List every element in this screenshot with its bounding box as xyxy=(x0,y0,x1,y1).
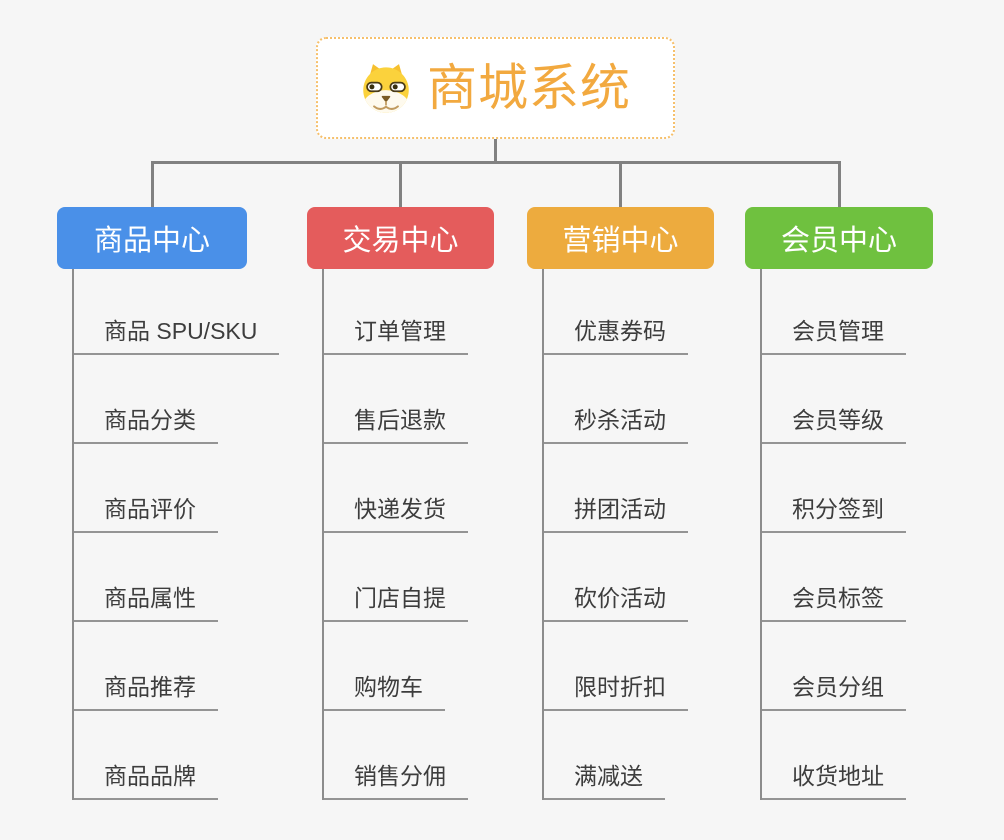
branch-label: 商品中心 xyxy=(93,225,210,257)
connector-branch-drop xyxy=(619,161,622,210)
branch-item-label: 优惠券码 xyxy=(542,312,688,355)
branch-item-label: 商品属性 xyxy=(72,579,218,622)
branch-item[interactable]: 商品 SPU/SKU xyxy=(72,269,280,355)
branch-item[interactable]: 满减送 xyxy=(542,711,688,800)
branch-item-label: 订单管理 xyxy=(322,312,468,355)
branch-item[interactable]: 销售分佣 xyxy=(322,711,468,800)
branch-label: 营销中心 xyxy=(562,225,679,257)
branch-item-label: 积分签到 xyxy=(760,490,906,533)
connector-branch-drop xyxy=(150,161,154,210)
branch-item[interactable]: 门店自提 xyxy=(322,533,468,622)
branch-item-label: 销售分佣 xyxy=(322,757,468,800)
branch-item-label: 会员等级 xyxy=(760,401,906,444)
branch-column: 订单管理 售后退款 快递发货 门店自提 购物车 销售分佣 xyxy=(322,269,468,800)
branch-item[interactable]: 砍价活动 xyxy=(542,533,688,622)
branch-item-label: 购物车 xyxy=(322,668,445,711)
branch-item[interactable]: 积分签到 xyxy=(760,444,906,533)
branch-item-label: 满减送 xyxy=(542,757,665,800)
branch-item-label: 商品品牌 xyxy=(72,757,218,800)
branch-item[interactable]: 商品推荐 xyxy=(72,622,279,711)
branch-item-label: 收货地址 xyxy=(760,757,906,800)
branch-item[interactable]: 拼团活动 xyxy=(542,444,688,533)
branch-label: 会员中心 xyxy=(780,225,897,257)
connector-root-stub xyxy=(494,139,497,164)
branch-item-label: 商品评价 xyxy=(72,490,218,533)
branch-item-label: 会员标签 xyxy=(760,579,906,622)
branch-column: 优惠券码 秒杀活动 拼团活动 砍价活动 限时折扣 满减送 xyxy=(542,269,688,800)
branch-item[interactable]: 优惠券码 xyxy=(542,269,688,355)
branch-item-label: 快递发货 xyxy=(322,490,468,533)
connector-branch-drop xyxy=(399,161,402,210)
branch-item[interactable]: 限时折扣 xyxy=(542,622,688,711)
branch-item[interactable]: 订单管理 xyxy=(322,269,468,355)
branch-node-2[interactable]: 交易中心 xyxy=(307,207,494,269)
branch-item-label: 商品分类 xyxy=(72,401,218,444)
branch-item-label: 商品 SPU/SKU xyxy=(72,312,280,355)
branch-label: 交易中心 xyxy=(342,225,459,257)
branch-trunk-line xyxy=(760,269,762,800)
branch-trunk-line xyxy=(542,269,544,800)
connector-branch-drop xyxy=(837,161,841,210)
branch-item-label: 拼团活动 xyxy=(542,490,688,533)
branch-item-label: 门店自提 xyxy=(322,579,468,622)
branch-item[interactable]: 会员管理 xyxy=(760,269,906,355)
branch-item[interactable]: 售后退款 xyxy=(322,355,468,444)
branch-item[interactable]: 商品品牌 xyxy=(72,711,279,800)
branch-item-label: 会员管理 xyxy=(760,312,906,355)
branch-item[interactable]: 商品属性 xyxy=(72,533,279,622)
branch-column: 商品 SPU/SKU 商品分类 商品评价 商品属性 商品推荐 商品品牌 xyxy=(72,269,280,800)
branch-item-label: 限时折扣 xyxy=(542,668,688,711)
branch-item-label: 商品推荐 xyxy=(72,668,218,711)
branch-item[interactable]: 快递发货 xyxy=(322,444,468,533)
branch-item[interactable]: 会员等级 xyxy=(760,355,906,444)
branch-item-label: 售后退款 xyxy=(322,401,468,444)
root-title: 商城系统 xyxy=(427,60,631,116)
connector-bus-line xyxy=(152,161,839,164)
branch-node-1[interactable]: 商品中心 xyxy=(57,207,247,269)
branch-column: 会员管理 会员等级 积分签到 会员标签 会员分组 收货地址 xyxy=(760,269,906,800)
branch-item[interactable]: 秒杀活动 xyxy=(542,355,688,444)
branch-item[interactable]: 收货地址 xyxy=(760,711,906,800)
branch-trunk-line xyxy=(72,269,74,800)
branch-item-label: 砍价活动 xyxy=(542,579,688,622)
branch-item[interactable]: 商品评价 xyxy=(72,444,279,533)
branch-item-label: 会员分组 xyxy=(760,668,906,711)
branch-item[interactable]: 商品分类 xyxy=(72,355,279,444)
branch-item-label: 秒杀活动 xyxy=(542,401,688,444)
branch-trunk-line xyxy=(322,269,324,800)
root-node[interactable]: 商城系统 xyxy=(316,37,675,139)
branch-node-4[interactable]: 会员中心 xyxy=(745,207,933,269)
branch-node-3[interactable]: 营销中心 xyxy=(527,207,714,269)
branch-item[interactable]: 会员分组 xyxy=(760,622,906,711)
branch-item[interactable]: 购物车 xyxy=(322,622,468,711)
dog-face-icon xyxy=(363,64,409,113)
branch-item[interactable]: 会员标签 xyxy=(760,533,906,622)
